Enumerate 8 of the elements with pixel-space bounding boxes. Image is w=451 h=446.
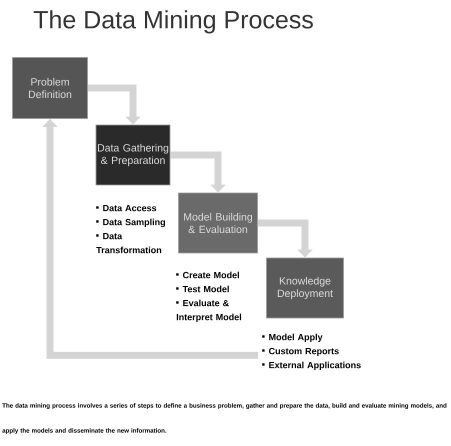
process-box: Knowledge Deployment [266,258,344,318]
bullet-list: Data Access Data Sampling Data Transformation [96,205,165,254]
bullet-list: Create Model Test Model Evaluate & Interpret Model [176,272,242,322]
bullet-list: Model Apply Custom Reports External Applications [262,334,361,370]
process-box: Data Gathering & Preparation [96,124,170,186]
title: The Data Mining Process [34,10,313,34]
process-box: Model Building & Evaluation [178,192,258,254]
process-box: Problem Definition [12,57,88,119]
